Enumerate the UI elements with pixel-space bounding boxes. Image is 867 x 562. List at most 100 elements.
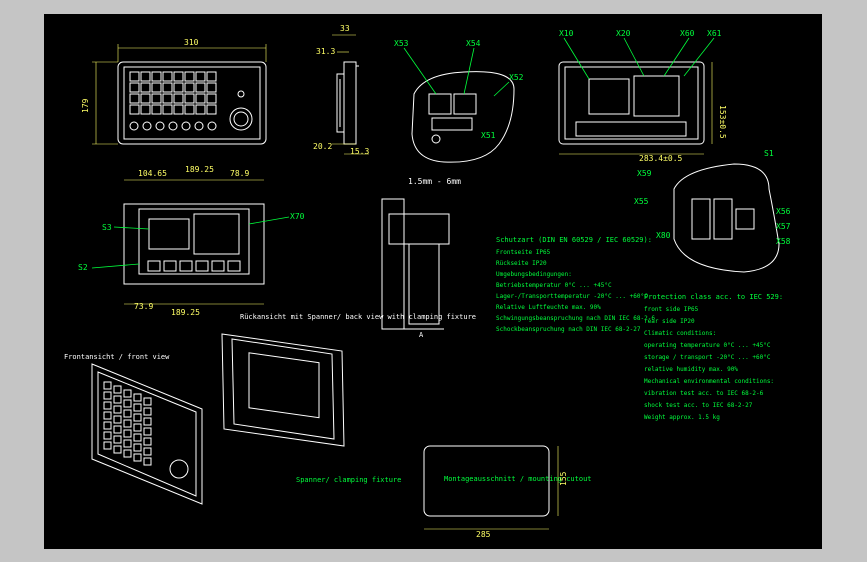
label-s3: S3 [102, 223, 112, 232]
front-key [143, 407, 152, 416]
back-connector [147, 260, 161, 272]
key [129, 93, 140, 104]
key [184, 93, 195, 104]
key [151, 71, 162, 82]
key [184, 82, 195, 93]
spec-line: Rückseite IP20 [496, 260, 547, 267]
front-key [103, 401, 112, 410]
front-key [123, 399, 132, 408]
dim-back-18925: 189.25 [185, 165, 214, 174]
dim-back-789: 78.9 [230, 169, 249, 178]
front-key [133, 423, 142, 432]
label-s1: S1 [764, 149, 774, 158]
key [206, 82, 217, 93]
key [195, 71, 206, 82]
front-key [103, 441, 112, 450]
key [206, 93, 217, 104]
key [151, 93, 162, 104]
label-x57: X57 [776, 222, 791, 231]
front-key [123, 389, 132, 398]
dim-back-18925b: 189.25 [171, 308, 200, 317]
right-spec-line: front side IP65 [644, 306, 699, 313]
key [151, 82, 162, 93]
front-button [181, 121, 191, 131]
front-key [113, 445, 122, 454]
front-button [168, 121, 178, 131]
key [140, 93, 151, 104]
back-connector [195, 260, 209, 272]
label-x51: X51 [481, 131, 496, 140]
front-key [113, 405, 122, 414]
key [129, 104, 140, 115]
right-spec-line: Weight approx. 1.5 kg [644, 414, 720, 421]
label-x80: X80 [656, 231, 671, 240]
spec-line: Schwingungsbeanspruchung nach DIN IEC 68… [496, 315, 655, 322]
label-x20: X20 [616, 29, 631, 38]
front-key [143, 427, 152, 436]
key [129, 82, 140, 93]
label-opening: Montageausschnitt / mounting cutout [444, 475, 592, 483]
front-key [143, 447, 152, 456]
dim-cut-w: 285 [476, 530, 491, 539]
label-clamp: Spanner/ clamping fixture [296, 476, 401, 484]
right-spec-line: Climatic conditions: [644, 330, 716, 337]
spec-line: Frontseite IP65 [496, 249, 551, 256]
cad-drawing: 310 179 33 31.3 20.2 15.3 X53 X54 X52 X5… [64, 24, 791, 539]
label-x53: X53 [394, 39, 409, 48]
key [140, 71, 151, 82]
front-button [142, 121, 152, 131]
key [195, 104, 206, 115]
perspective-front-view [91, 363, 203, 505]
back-view-caption: Rückansicht mit Spanner/ back view with … [240, 313, 476, 321]
right-spec-line: shock test acc. to IEC 68-2-27 [644, 402, 753, 409]
dim-rear-h: 153±0.5 [718, 105, 727, 139]
dim-back-739: 73.9 [134, 302, 153, 311]
dim-cut-h: 155 [559, 471, 568, 486]
dim-side-313: 31.3 [316, 47, 335, 56]
back-connector [211, 260, 225, 272]
key [173, 71, 184, 82]
rear-view-drawing [558, 61, 705, 145]
right-spec-line: storage / transport -20°C ... +60°C [644, 354, 771, 361]
front-key [103, 421, 112, 430]
key [206, 71, 217, 82]
side-profile-drawing [336, 61, 359, 145]
back-panel-drawing [123, 203, 265, 285]
label-x58: X58 [776, 237, 791, 246]
spec-line: Lager-/Transporttemperatur -20°C ... +60… [496, 293, 648, 300]
front-key [123, 409, 132, 418]
front-key [143, 417, 152, 426]
front-key [113, 435, 122, 444]
label-x61: X61 [707, 29, 722, 38]
front-key [143, 397, 152, 406]
right-spec-line: relative humidity max. 90% [644, 366, 738, 373]
dim-side-153: 15.3 [350, 147, 369, 156]
front-key [123, 419, 132, 428]
front-key [113, 415, 122, 424]
key [173, 104, 184, 115]
dim-rear-w: 283.4±0.5 [639, 154, 683, 163]
front-key [123, 439, 132, 448]
right-spec-line: rear side IP20 [644, 318, 695, 325]
back-connector [179, 260, 193, 272]
right-spec-line: Mechanical environmental conditions: [644, 378, 774, 385]
label-x54: X54 [466, 39, 481, 48]
connector-detail-2 [673, 163, 780, 273]
key [162, 104, 173, 115]
back-connector [163, 260, 177, 272]
front-key [113, 385, 122, 394]
section-a-label: A [419, 331, 424, 339]
right-spec-line: vibration test acc. to IEC 68-2-6 [644, 390, 764, 397]
dim-top-width: 310 [184, 38, 199, 47]
key [195, 82, 206, 93]
front-key [143, 437, 152, 446]
label-x56: X56 [776, 207, 791, 216]
spec-line: Betriebstemperatur 0°C ... +45°C [496, 282, 612, 289]
front-key [103, 381, 112, 390]
front-button [194, 121, 204, 131]
key [151, 104, 162, 115]
label-x60: X60 [680, 29, 695, 38]
front-key [113, 425, 122, 434]
label-x55: X55 [634, 197, 649, 206]
